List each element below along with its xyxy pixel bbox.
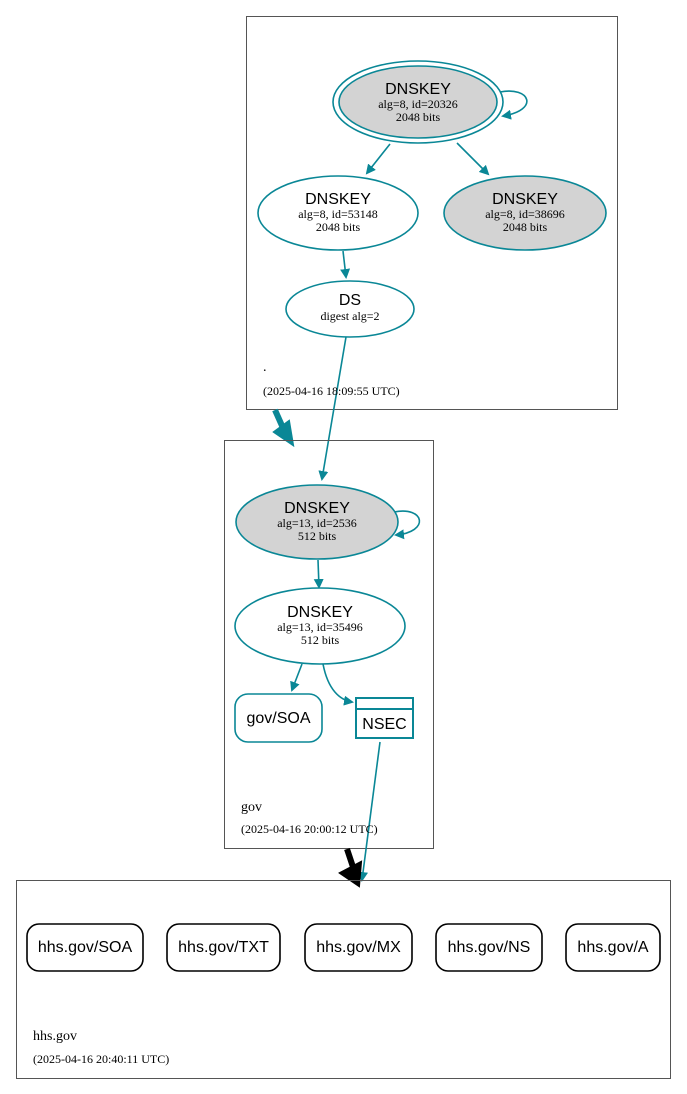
root-zsk1-line1: alg=8, id=53148 — [298, 207, 378, 221]
zone-gov-timestamp: (2025-04-16 20:00:12 UTC) — [241, 822, 378, 836]
record-hhs-soa[interactable]: hhs.gov/SOA — [26, 923, 144, 972]
zone-hhs-name: hhs.gov — [33, 1029, 77, 1044]
edge-gov-ksk-self-loop — [393, 510, 421, 540]
zone-gov-box — [224, 440, 434, 849]
edge-gov-ksk-to-zsk — [313, 559, 324, 589]
edge-zsk1-to-ds — [340, 250, 351, 279]
root-ds-title: DS — [339, 292, 361, 309]
node-gov-nsec[interactable]: NSEC — [355, 697, 414, 739]
root-ksk-line2: 2048 bits — [396, 110, 441, 124]
record-label: hhs.gov/A — [577, 939, 648, 956]
root-edges — [318, 90, 528, 481]
record-hhs-a[interactable]: hhs.gov/A — [565, 923, 661, 972]
node-gov-ksk[interactable]: DNSKEY alg=13, id=2536 512 bits — [235, 484, 399, 560]
record-label: hhs.gov/NS — [448, 939, 531, 956]
root-ksk-title: DNSKEY — [385, 81, 451, 98]
root-zsk2-title: DNSKEY — [492, 191, 558, 208]
zone-root-name: . — [263, 360, 267, 375]
gov-zsk-line2: 512 bits — [301, 633, 340, 647]
delegation-root-to-gov — [272, 408, 295, 448]
root-zsk2-line2: 2048 bits — [503, 220, 548, 234]
node-gov-soa[interactable]: gov/SOA — [234, 693, 323, 743]
gov-edges — [290, 510, 421, 882]
root-ksk-line1: alg=8, id=20326 — [378, 97, 458, 111]
node-root-ksk[interactable]: DNSKEY alg=8, id=20326 2048 bits — [332, 60, 504, 144]
edge-ds-to-gov-ksk — [318, 336, 347, 481]
zone-gov-name: gov — [241, 800, 262, 815]
root-zsk1-line2: 2048 bits — [316, 220, 361, 234]
gov-zsk-title: DNSKEY — [287, 604, 353, 621]
gov-zsk-line1: alg=13, id=35496 — [277, 620, 363, 634]
zone-hhs-box — [16, 880, 671, 1079]
edge-gov-zsk-to-nsec — [322, 663, 354, 706]
node-gov-zsk[interactable]: DNSKEY alg=13, id=35496 512 bits — [234, 587, 406, 665]
gov-ksk-line2: 512 bits — [298, 529, 337, 543]
gov-soa-label: gov/SOA — [246, 710, 310, 727]
record-label: hhs.gov/TXT — [178, 939, 269, 956]
record-hhs-ns[interactable]: hhs.gov/NS — [435, 923, 543, 972]
zone-root-timestamp: (2025-04-16 18:09:55 UTC) — [263, 384, 400, 398]
edge-gov-zsk-to-soa — [290, 663, 303, 692]
gov-ksk-title: DNSKEY — [284, 500, 350, 517]
zone-hhs-timestamp: (2025-04-16 20:40:11 UTC) — [33, 1052, 169, 1066]
edge-ksk-to-zsk2 — [456, 142, 490, 176]
root-zsk1-title: DNSKEY — [305, 191, 371, 208]
node-root-zsk-38696[interactable]: DNSKEY alg=8, id=38696 2048 bits — [443, 175, 607, 251]
record-label: hhs.gov/SOA — [38, 939, 133, 956]
edge-ksk-to-zsk1 — [365, 143, 391, 175]
node-root-ds[interactable]: DS digest alg=2 — [285, 280, 415, 338]
gov-nsec-label: NSEC — [362, 716, 406, 733]
edge-nsec-to-hhs — [358, 741, 381, 882]
edge-ksk-self-loop — [499, 90, 528, 120]
node-root-zsk-53148[interactable]: DNSKEY alg=8, id=53148 2048 bits — [257, 175, 419, 251]
root-zsk2-line1: alg=8, id=38696 — [485, 207, 565, 221]
root-ds-line1: digest alg=2 — [320, 309, 379, 323]
gov-ksk-line1: alg=13, id=2536 — [277, 516, 357, 530]
record-label: hhs.gov/MX — [316, 939, 401, 956]
record-hhs-mx[interactable]: hhs.gov/MX — [304, 923, 413, 972]
record-hhs-txt[interactable]: hhs.gov/TXT — [166, 923, 281, 972]
zone-root-box — [246, 16, 618, 410]
